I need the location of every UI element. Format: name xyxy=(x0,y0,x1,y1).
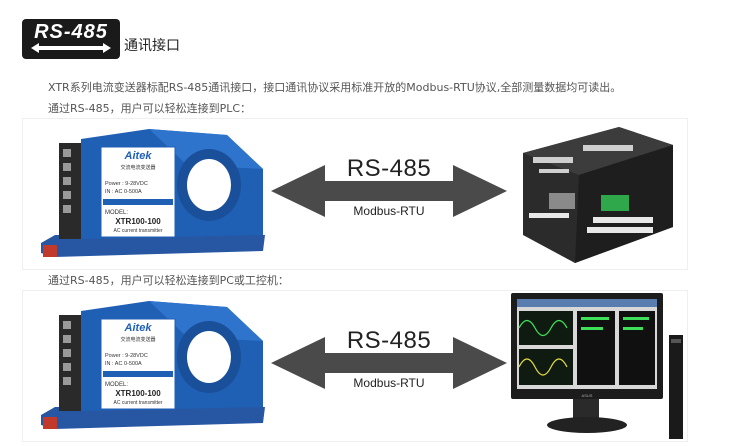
device-spec-power: Power : 9-28VDC xyxy=(105,353,148,359)
device-spec-input: IN : AC 0-500A xyxy=(105,361,142,367)
plc-caption: 通过RS-485，用户可以轻松连接到PLC： xyxy=(48,102,252,115)
plc-connection-panel: Aitek 交流电流变送器 Power : 9-28VDC IN : AC 0-… xyxy=(22,118,688,270)
intro-text: XTR系列电流变送器标配RS-485通讯接口，接口通讯协议采用标准开放的Modb… xyxy=(48,81,622,94)
rs485-logo-text: RS-485 xyxy=(34,20,108,43)
transmitter-device-image: Aitek 交流电流变送器 Power : 9-28VDC IN : AC 0-… xyxy=(41,129,265,257)
pc-caption: 通过RS-485，用户可以轻松连接到PC或工控机： xyxy=(48,274,289,287)
device-type: AC current transmitter xyxy=(114,228,163,234)
device-subtitle: 交流电流变送器 xyxy=(120,164,155,171)
device-brand: Aitek xyxy=(124,322,153,334)
device-model: XTR100-100 xyxy=(115,217,161,226)
protocol-sublabel: Modbus-RTU xyxy=(353,376,425,390)
device-subtitle: 交流电流变送器 xyxy=(120,336,155,343)
monitor-brand: ASUS xyxy=(582,393,593,398)
device-spec-input: IN : AC 0-500A xyxy=(105,189,142,195)
transmitter-device-image: Aitek 交流电流变送器 Power : 9-28VDC IN : AC 0-… xyxy=(41,301,265,429)
rs485-logo: RS-485 xyxy=(22,19,120,59)
bidirectional-arrow-icon xyxy=(271,165,507,217)
rs485-link-diagram: RS-485 Modbus-RTU xyxy=(271,303,507,423)
device-spec-power: Power : 9-28VDC xyxy=(105,181,148,187)
section-title: 通讯接口 xyxy=(124,38,180,54)
device-model-label: MODEL: xyxy=(105,210,128,216)
bidirectional-arrow-icon xyxy=(271,337,507,389)
rs485-link-diagram: RS-485 Modbus-RTU xyxy=(271,131,507,251)
section-header: RS-485 通讯接口 xyxy=(22,18,180,60)
double-arrow-icon xyxy=(31,42,111,53)
protocol-sublabel: Modbus-RTU xyxy=(353,204,425,218)
pc-connection-panel: Aitek 交流电流变送器 Power : 9-28VDC IN : AC 0-… xyxy=(22,290,688,442)
plc-icon xyxy=(523,127,673,263)
protocol-label: RS-485 xyxy=(346,327,432,354)
device-type: AC current transmitter xyxy=(114,400,163,406)
device-model: XTR100-100 xyxy=(115,389,161,398)
device-model-label: MODEL: xyxy=(105,382,128,388)
protocol-label: RS-485 xyxy=(346,155,432,182)
device-brand: Aitek xyxy=(124,150,153,162)
pc-monitor-icon: ASUS xyxy=(511,293,683,439)
